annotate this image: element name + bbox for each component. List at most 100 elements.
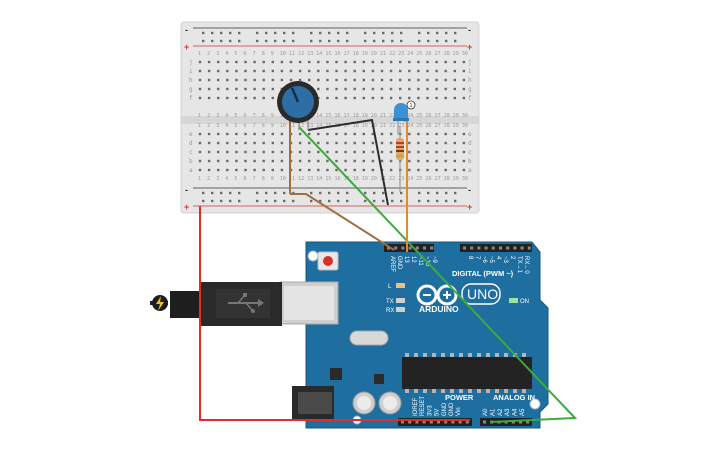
header-pin[interactable] — [511, 420, 515, 424]
terminal-hole[interactable] — [335, 69, 338, 73]
terminal-hole[interactable] — [217, 96, 220, 100]
rail-hole[interactable] — [265, 31, 268, 35]
terminal-hole[interactable] — [380, 69, 384, 73]
terminal-hole[interactable] — [271, 141, 274, 145]
rail-hole[interactable] — [292, 39, 295, 43]
header-pin[interactable] — [526, 420, 530, 424]
terminal-hole[interactable] — [408, 69, 411, 73]
terminal-hole[interactable] — [362, 150, 365, 154]
terminal-hole[interactable] — [453, 96, 456, 100]
header-pin[interactable] — [437, 420, 440, 424]
terminal-hole[interactable] — [207, 78, 211, 82]
terminal-hole[interactable] — [389, 159, 393, 163]
terminal-hole[interactable] — [317, 87, 320, 91]
arduino-uno-board[interactable]: L TX RX ON UNO ARDUINO DIGITAL (PWM ~) P… — [279, 241, 549, 429]
rail-hole[interactable] — [382, 39, 385, 43]
rail-hole[interactable] — [328, 31, 331, 35]
terminal-hole[interactable] — [298, 159, 302, 163]
rail-hole[interactable] — [454, 199, 457, 203]
header-pin[interactable] — [408, 246, 412, 250]
terminal-hole[interactable] — [371, 168, 375, 172]
header-pin[interactable] — [394, 246, 398, 250]
header-pin[interactable] — [423, 246, 426, 250]
terminal-hole[interactable] — [344, 159, 347, 163]
terminal-hole[interactable] — [226, 96, 229, 100]
terminal-hole[interactable] — [253, 150, 256, 154]
rail-hole[interactable] — [364, 199, 367, 203]
terminal-hole[interactable] — [453, 159, 456, 163]
terminal-hole[interactable] — [226, 159, 229, 163]
terminal-hole[interactable] — [217, 78, 220, 82]
terminal-hole[interactable] — [417, 150, 420, 154]
terminal-hole[interactable] — [207, 96, 211, 100]
terminal-hole[interactable] — [417, 132, 420, 136]
rail-hole[interactable] — [382, 199, 385, 203]
terminal-hole[interactable] — [317, 141, 320, 145]
usb-cable[interactable] — [150, 282, 282, 326]
terminal-hole[interactable] — [362, 159, 365, 163]
rail-hole[interactable] — [445, 39, 448, 43]
terminal-hole[interactable] — [426, 132, 429, 136]
rail-hole[interactable] — [364, 39, 367, 43]
terminal-hole[interactable] — [353, 159, 356, 163]
terminal-hole[interactable] — [326, 168, 329, 172]
header-pin[interactable] — [387, 246, 390, 250]
header-pin[interactable] — [506, 246, 510, 250]
terminal-hole[interactable] — [262, 60, 265, 64]
terminal-hole[interactable] — [280, 141, 284, 145]
terminal-hole[interactable] — [262, 69, 265, 73]
terminal-hole[interactable] — [298, 150, 302, 154]
header-pin[interactable] — [470, 246, 474, 250]
terminal-hole[interactable] — [235, 150, 238, 154]
terminal-hole[interactable] — [326, 96, 329, 100]
terminal-hole[interactable] — [408, 132, 411, 136]
red-wire-5v[interactable] — [199, 206, 470, 421]
terminal-hole[interactable] — [380, 60, 384, 64]
rail-hole[interactable] — [382, 191, 385, 195]
header-pin[interactable] — [444, 420, 448, 424]
terminal-hole[interactable] — [399, 69, 402, 73]
rail-hole[interactable] — [364, 31, 367, 35]
terminal-hole[interactable] — [271, 78, 274, 82]
terminal-hole[interactable] — [308, 159, 311, 163]
rail-hole[interactable] — [310, 191, 313, 195]
terminal-hole[interactable] — [408, 141, 411, 145]
terminal-hole[interactable] — [444, 69, 447, 73]
rail-hole[interactable] — [310, 199, 313, 203]
brown-wire-gnd[interactable] — [290, 193, 395, 251]
terminal-hole[interactable] — [344, 168, 347, 172]
terminal-hole[interactable] — [426, 150, 429, 154]
terminal-hole[interactable] — [444, 60, 447, 64]
rail-hole[interactable] — [229, 31, 232, 35]
header-pin[interactable] — [451, 420, 455, 424]
terminal-hole[interactable] — [462, 60, 466, 64]
terminal-hole[interactable] — [435, 132, 438, 136]
terminal-hole[interactable] — [235, 168, 238, 172]
rail-hole[interactable] — [265, 191, 268, 195]
terminal-hole[interactable] — [371, 150, 375, 154]
terminal-hole[interactable] — [280, 168, 284, 172]
rail-hole[interactable] — [202, 39, 205, 43]
terminal-hole[interactable] — [198, 87, 202, 91]
header-pin[interactable] — [477, 246, 481, 250]
rail-hole[interactable] — [238, 31, 241, 35]
terminal-hole[interactable] — [217, 60, 220, 64]
header-pin[interactable] — [463, 246, 466, 250]
terminal-hole[interactable] — [217, 69, 220, 73]
rail-hole[interactable] — [418, 39, 421, 43]
terminal-hole[interactable] — [453, 87, 456, 91]
terminal-hole[interactable] — [308, 150, 311, 154]
terminal-hole[interactable] — [462, 168, 466, 172]
rail-hole[interactable] — [238, 191, 241, 195]
terminal-hole[interactable] — [426, 78, 429, 82]
rail-hole[interactable] — [220, 39, 223, 43]
terminal-hole[interactable] — [344, 141, 347, 145]
terminal-hole[interactable] — [462, 78, 466, 82]
terminal-hole[interactable] — [226, 60, 229, 64]
terminal-hole[interactable] — [280, 132, 284, 136]
terminal-hole[interactable] — [353, 87, 356, 91]
terminal-hole[interactable] — [271, 159, 274, 163]
rail-hole[interactable] — [274, 191, 277, 195]
terminal-hole[interactable] — [462, 159, 466, 163]
